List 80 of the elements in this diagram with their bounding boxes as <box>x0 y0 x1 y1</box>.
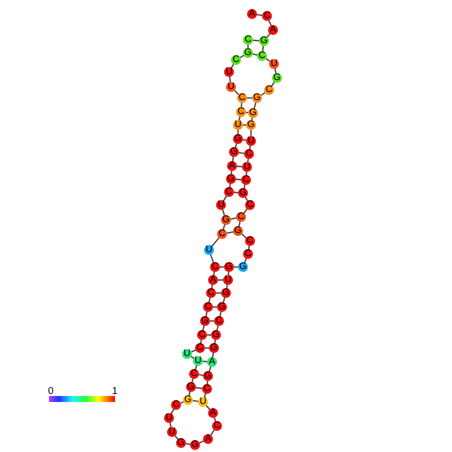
nucleotide-circle: C <box>224 187 234 197</box>
nucleotide-circle: U <box>193 356 203 366</box>
nucleotide-circle: U <box>246 136 256 146</box>
nucleotide-circle: C <box>203 302 213 312</box>
nucleotide-circle: U <box>226 82 236 92</box>
base-pair-line <box>238 152 244 154</box>
nucleotide-circle: G <box>221 215 231 225</box>
backbone-line <box>256 14 262 16</box>
nucleotide-circle: U <box>269 59 279 69</box>
nucleotide-circle: U <box>233 120 243 130</box>
nucleotide-circle: A <box>207 357 217 367</box>
nucleotide-circle: C <box>231 55 241 65</box>
nucleotide-circle: G <box>200 316 210 326</box>
nucleotide-circle: C <box>197 330 207 340</box>
nucleotide-circle: C <box>202 384 212 394</box>
nucleotide-circle: C <box>237 93 247 103</box>
nucleotide-circle: G <box>186 382 196 392</box>
nucleotide-circle: C <box>243 249 253 259</box>
nucleotide-circle: G <box>233 134 243 144</box>
nucleotide-circle: G <box>233 226 243 236</box>
nucleotide-circle: U <box>224 67 234 77</box>
backbone-line <box>211 237 220 247</box>
backbone-line <box>262 46 264 52</box>
nucleotide-circle: A <box>208 275 218 285</box>
nucleotide-circle: U <box>242 162 252 172</box>
nucleotide-circle: U <box>164 413 174 423</box>
nucleotide-circle: U <box>216 200 226 210</box>
nucleotide-circle: U <box>223 275 233 285</box>
nucleotide-circle: G <box>209 343 219 353</box>
nucleotide-circle: A <box>227 161 237 171</box>
nucleotide-circle: G <box>221 288 231 298</box>
nucleotide-circle: A <box>268 25 278 35</box>
scale-label: 0 <box>48 387 54 397</box>
nucleotide-circle: G <box>259 36 269 46</box>
nucleotide-circle: G <box>272 73 282 83</box>
nucleotide-circle: C <box>257 51 267 61</box>
nucleotide-circle: C <box>195 343 205 353</box>
nucleotide-circle: A <box>208 408 218 418</box>
nucleotide-circle: C <box>212 421 222 431</box>
nucleotide-circle: G <box>226 174 236 184</box>
base-pair-line <box>196 386 202 390</box>
nucleotide-circle: C <box>171 400 181 410</box>
nucleotide-circle: G <box>229 147 239 157</box>
nucleotide-circle: G <box>252 93 262 103</box>
nucleotide-circle: C <box>189 369 199 379</box>
nucleotide-circle: G <box>243 48 253 58</box>
nucleotide-circle: A <box>247 9 257 19</box>
nucleotide-circle: G <box>248 108 258 118</box>
nucleotide-circle: G <box>224 262 234 272</box>
nucleotide-circle: C <box>245 236 255 246</box>
nucleotide-circle: U <box>182 349 192 359</box>
nucleotide-circle: G <box>176 438 186 448</box>
nucleotide-circle: C <box>217 229 227 239</box>
nucleotide-circle: C <box>241 175 251 185</box>
nucleotide-circle: A <box>203 434 213 444</box>
base-pair-line <box>192 400 198 402</box>
nucleotide-circle: C <box>236 212 246 222</box>
nucleotide-circle: U <box>204 245 214 255</box>
nucleotide-circle: C <box>245 200 255 210</box>
nucleotide-circle: U <box>198 397 208 407</box>
nucleotide-circle: G <box>211 330 221 340</box>
nucleotide-circle: G <box>183 395 193 405</box>
nucleotide-circle: C <box>214 316 224 326</box>
nucleotide-circle: G <box>238 262 248 272</box>
nucleotide-circle: G <box>238 188 248 198</box>
nucleotide-circle: C <box>243 35 253 45</box>
nucleotide-circle: G <box>217 302 227 312</box>
nucleotide-circle: G <box>246 120 256 130</box>
nucleotide-circle: C <box>236 107 246 117</box>
nucleotide-circle: C <box>206 288 216 298</box>
nucleotide-circle: C <box>264 85 274 95</box>
scale-label: 1 <box>112 387 118 397</box>
nucleotide-circle: C <box>210 262 220 272</box>
nucleotide-circle: U <box>167 427 177 437</box>
nucleotide-circle: C <box>262 11 272 21</box>
backbone-line <box>228 76 232 82</box>
nucleotide-circle: G <box>203 371 213 381</box>
nucleotide-circle: G <box>190 440 200 450</box>
nucleotide-circle: C <box>244 149 254 159</box>
backbone-line <box>222 209 226 216</box>
